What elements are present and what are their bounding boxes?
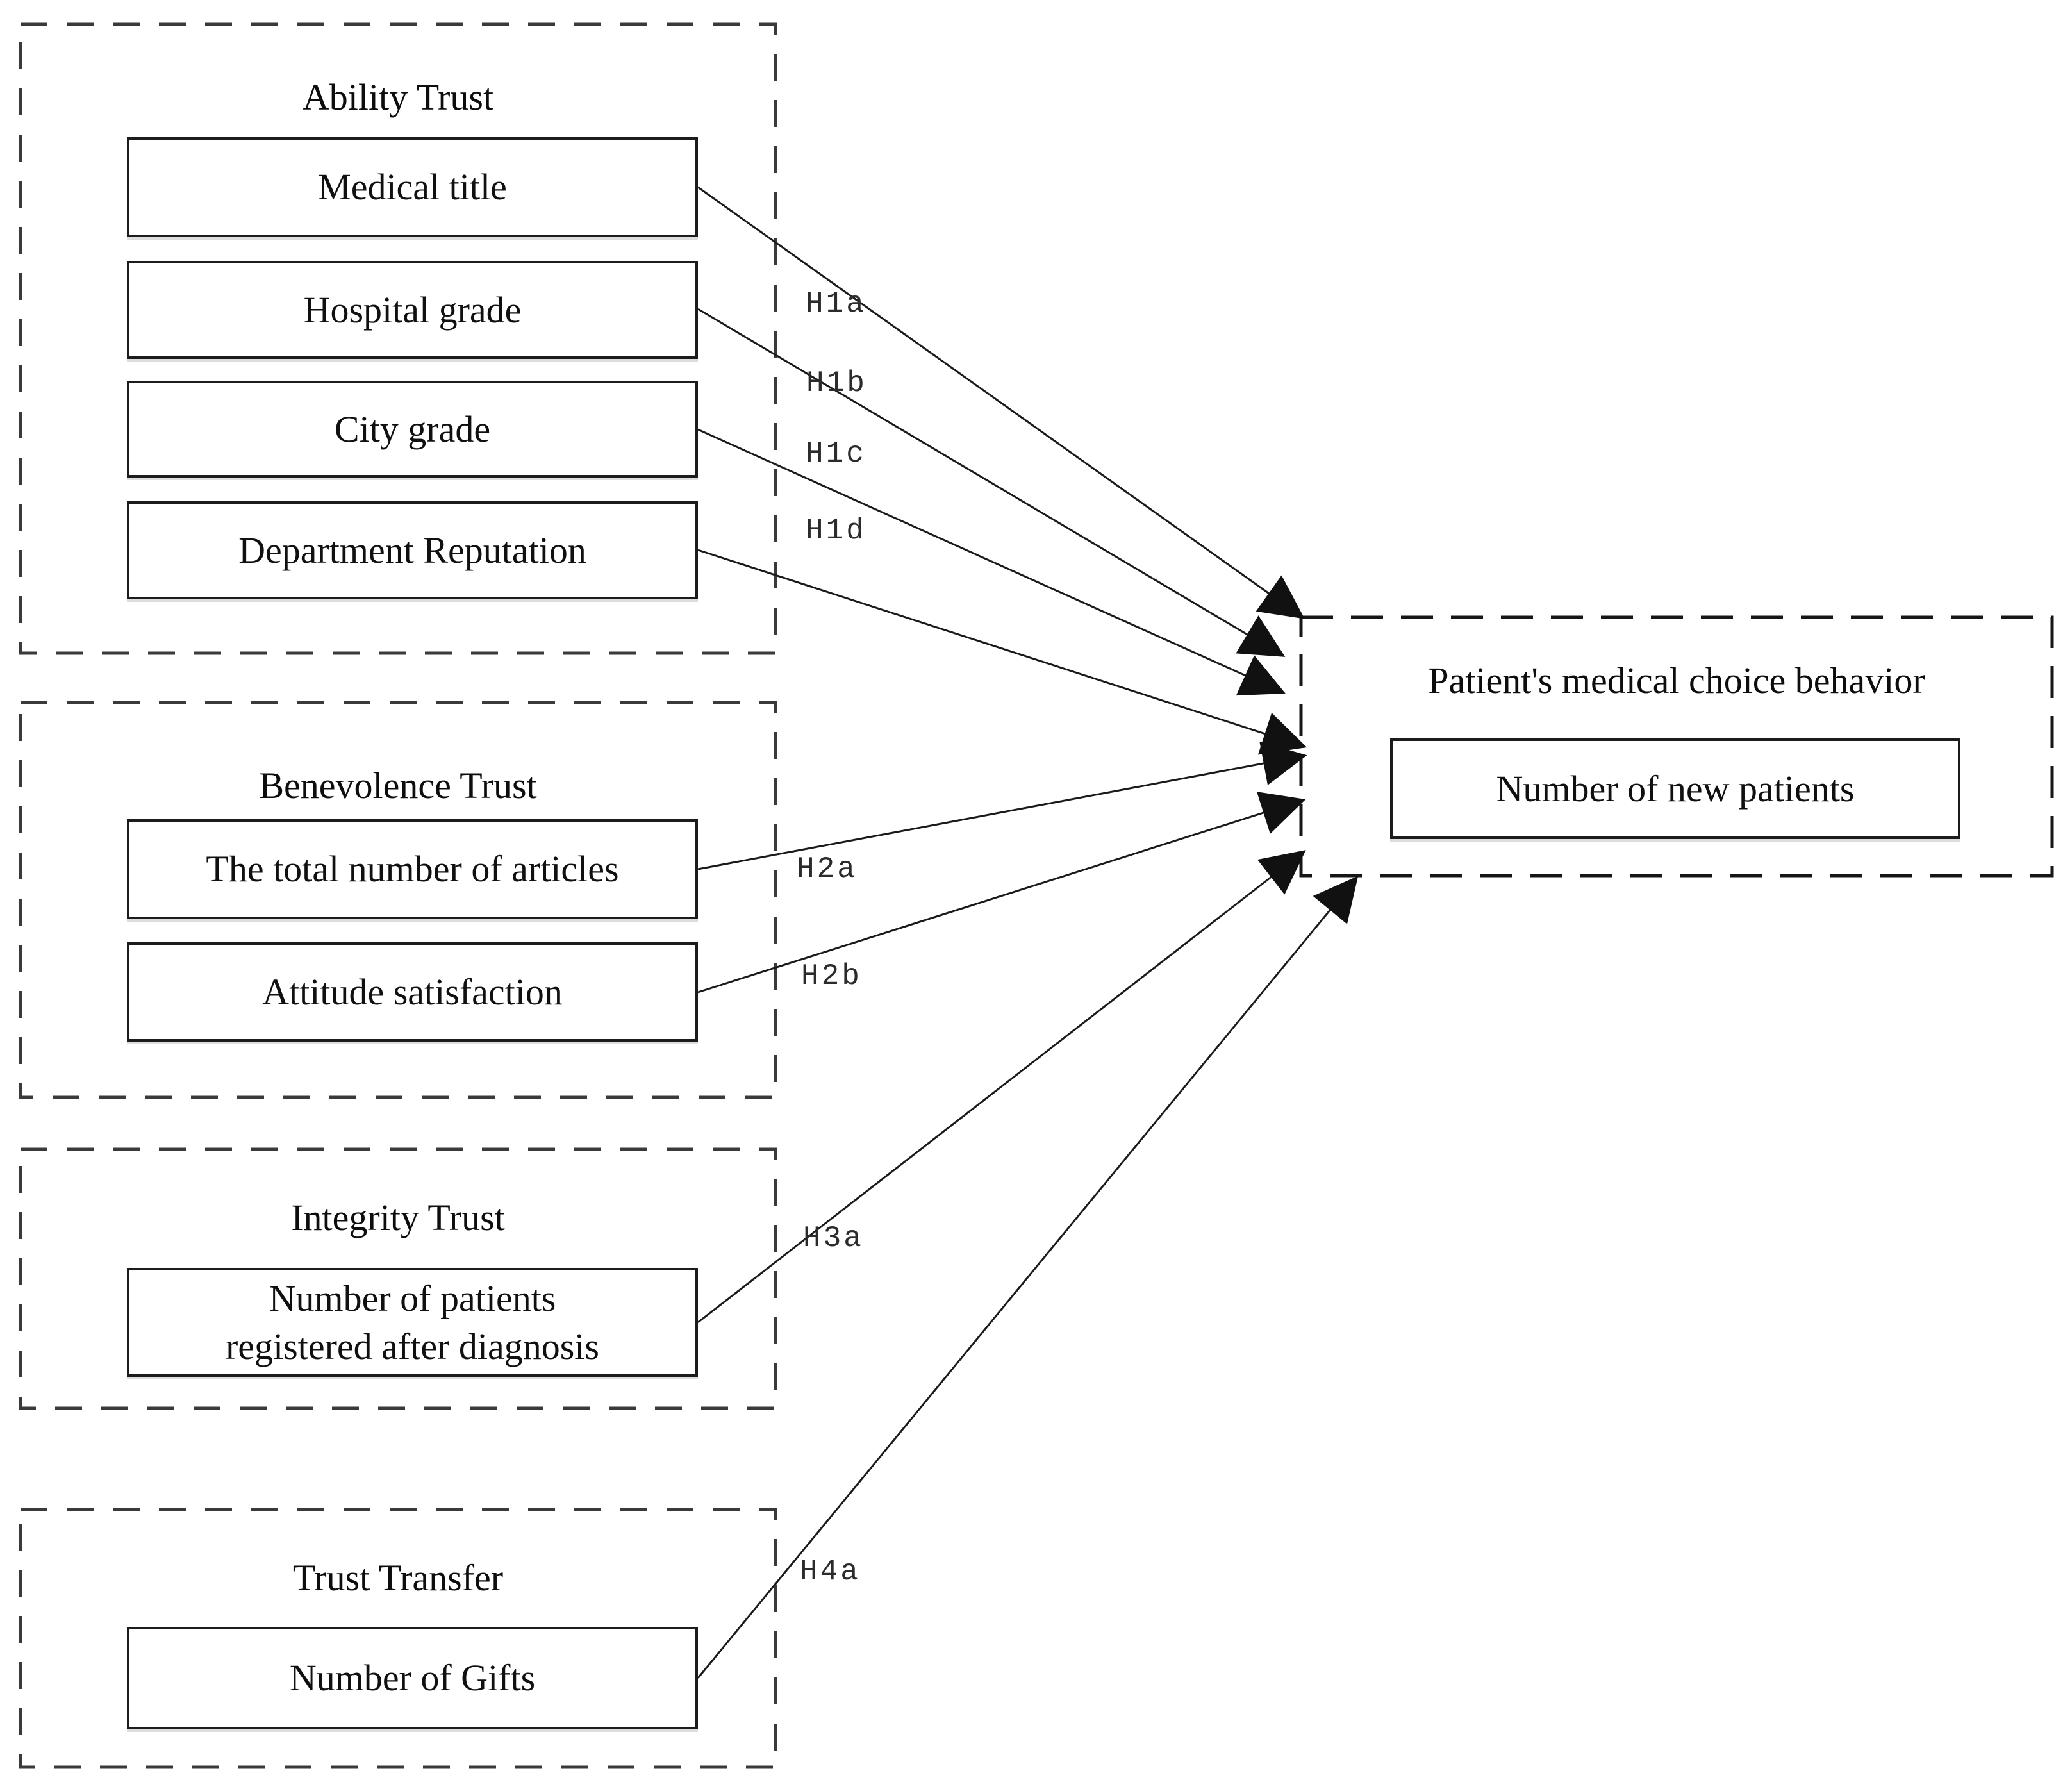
integrity-group-title: Integrity Trust xyxy=(291,1197,505,1238)
hypothesis-label-h2a: H2a xyxy=(797,853,858,886)
attitude-satisfaction-box: Attitude satisfaction xyxy=(127,942,698,1042)
outcome-group-title: Patient's medical choice behavior xyxy=(1428,660,1925,701)
arrow-h4a xyxy=(697,876,1359,1679)
integrity-group-frame xyxy=(19,1147,777,1410)
hypothesis-label-h2b: H2b xyxy=(801,960,862,993)
arrow-h1a xyxy=(697,186,1305,619)
outcome-group-frame xyxy=(1299,615,2054,878)
arrow-h1d xyxy=(697,549,1307,755)
department-reputation-box: Department Reputation xyxy=(127,501,698,599)
total-articles-box: The total number of articles xyxy=(127,819,698,919)
ability-group-frame xyxy=(19,22,777,655)
arrow-h2b xyxy=(697,792,1306,994)
city-grade-box: City grade xyxy=(127,381,698,478)
hypothesis-label-h1c: H1c xyxy=(806,437,866,470)
hypothesis-label-h1b: H1b xyxy=(806,367,867,400)
arrow-h1c xyxy=(697,428,1286,696)
number-of-new-patients-box: Number of new patients xyxy=(1390,738,1960,839)
ability-group-title: Ability Trust xyxy=(302,76,494,118)
hypothesis-label-h1a: H1a xyxy=(806,287,866,320)
arrow-h1b xyxy=(697,308,1286,657)
arrow-h2a xyxy=(697,741,1307,870)
trust-transfer-group-title: Trust Transfer xyxy=(292,1557,504,1599)
hypothesis-label-h3a: H3a xyxy=(803,1222,864,1255)
hospital-grade-box: Hospital grade xyxy=(127,261,698,359)
benevolence-group-frame xyxy=(19,701,777,1099)
number-of-gifts-box: Number of Gifts xyxy=(127,1627,698,1729)
hypothesis-label-h1d: H1d xyxy=(806,514,866,547)
patients-registered-box: Number of patients registered after diag… xyxy=(127,1268,698,1377)
medical-title-box: Medical title xyxy=(127,137,698,237)
trust-transfer-group-frame xyxy=(19,1508,777,1769)
hypothesis-label-h4a: H4a xyxy=(800,1555,861,1588)
benevolence-group-title: Benevolence Trust xyxy=(259,765,537,806)
arrow-h3a xyxy=(697,850,1306,1324)
